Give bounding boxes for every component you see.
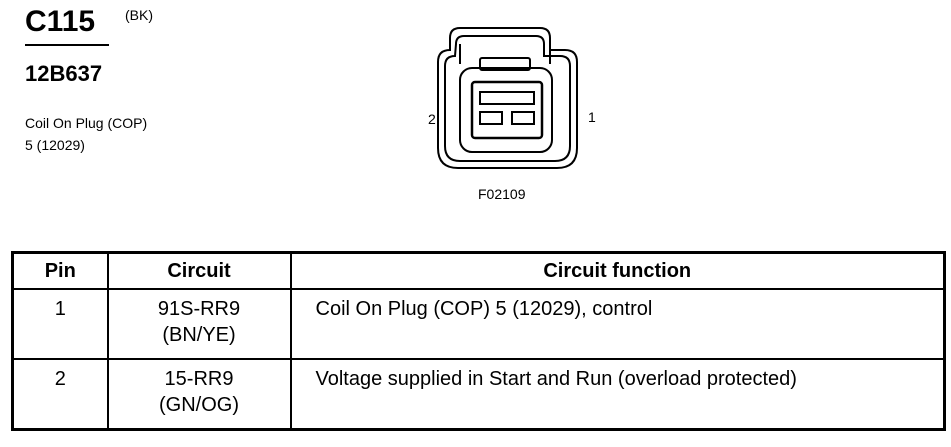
pin-2-label: 2 [428, 111, 436, 127]
table-row: 1 91S-RR9 (BN/YE) Coil On Plug (COP) 5 (… [11, 288, 946, 360]
pin-number: 2 [11, 358, 109, 431]
circuit-function: Voltage supplied in Start and Run (overl… [289, 358, 946, 431]
circuit-number: 15-RR9 [164, 368, 234, 390]
pin-1-label: 1 [588, 109, 596, 125]
connector-housing-inner [444, 35, 571, 162]
pin-number: 1 [11, 288, 109, 360]
wire-color: (BN/YE) [162, 324, 236, 346]
color-code: (BK) [125, 7, 153, 23]
circuit-cell: 15-RR9 (GN/OG) [106, 358, 292, 431]
connector-id: C115 [25, 5, 96, 38]
terminal-slot-top [479, 91, 535, 105]
figure-reference: F02109 [478, 186, 526, 202]
terminal-cavity-block [470, 80, 544, 140]
terminal-slot-1 [511, 111, 535, 125]
column-header-function: Circuit function [289, 251, 946, 290]
column-header-circuit: Circuit [106, 251, 292, 290]
title-underline [25, 44, 109, 46]
connector-housing-outer [437, 27, 578, 169]
wire-color: (GN/OG) [159, 394, 239, 416]
connector-latch [479, 57, 531, 71]
circuit-function: Coil On Plug (COP) 5 (12029), control [289, 288, 946, 360]
pinout-table: Pin Circuit Circuit function 1 91S-RR9 (… [11, 251, 946, 431]
column-header-pin: Pin [11, 251, 109, 290]
terminal-slot-2 [479, 111, 503, 125]
circuit-cell: 91S-RR9 (BN/YE) [106, 288, 292, 360]
connector-inner-body [459, 67, 553, 153]
component-name-line1: Coil On Plug (COP) [25, 115, 148, 131]
component-name-line2: 5 (12029) [25, 137, 85, 153]
part-number: 12B637 [25, 61, 103, 86]
table-header-row: Pin Circuit Circuit function [11, 251, 946, 290]
circuit-number: 91S-RR9 [157, 298, 241, 320]
connector-face-diagram [437, 27, 578, 169]
table-row: 2 15-RR9 (GN/OG) Voltage supplied in Sta… [11, 358, 946, 431]
